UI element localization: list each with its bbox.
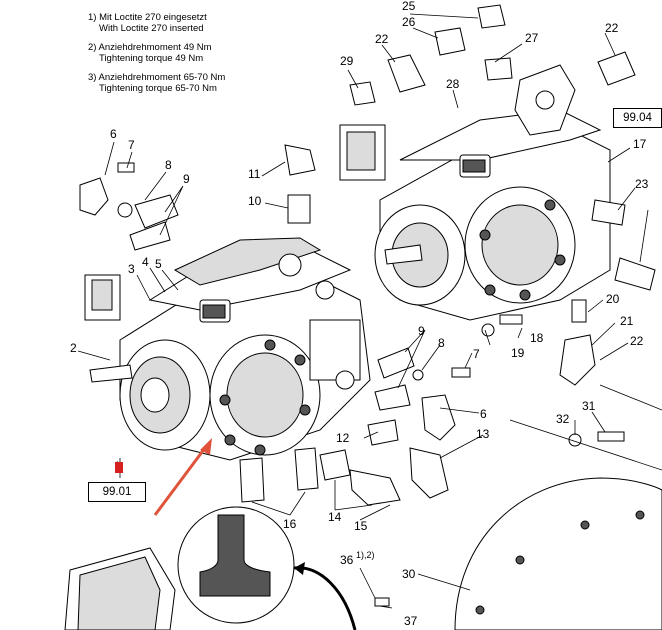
note-2: 2) Anziehdrehmoment 49 Nm Tightening tor… [88, 42, 225, 64]
callouts: 1 2 3 4 5 6 6 7 7 8 8 9 9 10 11 12 13 14… [70, 0, 649, 628]
note-2-en: Tightening torque 49 Nm [99, 53, 204, 64]
notes-block: 1) Mit Loctite 270 eingesetzt With Locti… [88, 12, 225, 102]
callout-6-right: 6 [480, 407, 487, 421]
ref-box-right[interactable]: 99.04 [613, 108, 662, 128]
flywheel-housing [454, 384, 662, 630]
callout-7-right: 7 [473, 347, 480, 361]
callout-29: 29 [340, 54, 354, 68]
callout-13: 13 [476, 427, 490, 441]
callout-26: 26 [402, 15, 416, 29]
highlight-marker [115, 462, 123, 473]
left-pump-assembly [84, 237, 371, 461]
callout-30: 30 [402, 567, 416, 581]
callout-36-note: 1),2) [356, 550, 375, 560]
callout-25: 25 [402, 0, 416, 13]
callout-27: 27 [525, 31, 539, 45]
callout-20: 20 [606, 292, 620, 306]
note-1-en: With Loctite 270 inserted [99, 23, 204, 34]
callout-32: 32 [556, 412, 570, 426]
red-arrow [153, 438, 212, 516]
callout-19: 19 [511, 346, 525, 360]
ref-box-left[interactable]: 99.01 [88, 482, 146, 502]
callout-15: 15 [354, 519, 368, 533]
callout-8-left: 8 [165, 158, 172, 172]
callout-8-right: 8 [438, 336, 445, 350]
leader-lines [77, 13, 649, 609]
bolt-7 [117, 162, 135, 173]
note-3-de: 3) Anziehdrehmoment 65-70 Nm [88, 72, 226, 83]
note-3-en: Tightening torque 65-70 Nm [99, 83, 217, 94]
callout-31: 31 [582, 399, 596, 413]
motor [64, 547, 176, 630]
callout-4: 4 [142, 255, 149, 269]
callout-17: 17 [633, 137, 647, 151]
callout-10: 10 [248, 194, 262, 208]
callout-22-lower: 22 [630, 334, 644, 348]
note-1: 1) Mit Loctite 270 eingesetzt With Locti… [88, 12, 225, 34]
callout-22-right: 22 [605, 21, 619, 35]
callout-9-right: 9 [418, 324, 425, 338]
detail-circle [177, 506, 357, 630]
callout-16: 16 [283, 517, 297, 531]
callout-6-left: 6 [110, 127, 117, 141]
callout-12: 12 [336, 431, 350, 445]
callout-2: 2 [70, 341, 77, 355]
callout-14: 14 [328, 510, 342, 524]
fittings [79, 4, 656, 607]
callout-11: 11 [248, 167, 261, 181]
callout-28: 28 [446, 77, 460, 91]
right-pump-assembly [339, 64, 611, 321]
callout-5: 5 [155, 257, 162, 271]
callout-22-top: 22 [375, 32, 389, 46]
callout-7-left: 7 [128, 138, 135, 152]
callout-37: 37 [404, 614, 418, 628]
callout-3: 3 [128, 262, 135, 276]
callout-9-left: 9 [183, 172, 190, 186]
elbow-6 [79, 177, 109, 216]
callout-21: 21 [620, 314, 634, 328]
callout-18: 18 [530, 331, 544, 345]
callout-23: 23 [635, 177, 649, 191]
callout-36: 36 [340, 553, 354, 567]
note-3: 3) Anziehdrehmoment 65-70 Nm Tightening … [88, 72, 225, 94]
note-2-de: 2) Anziehdrehmoment 49 Nm [88, 42, 212, 53]
note-1-de: 1) Mit Loctite 270 eingesetzt [88, 12, 207, 23]
